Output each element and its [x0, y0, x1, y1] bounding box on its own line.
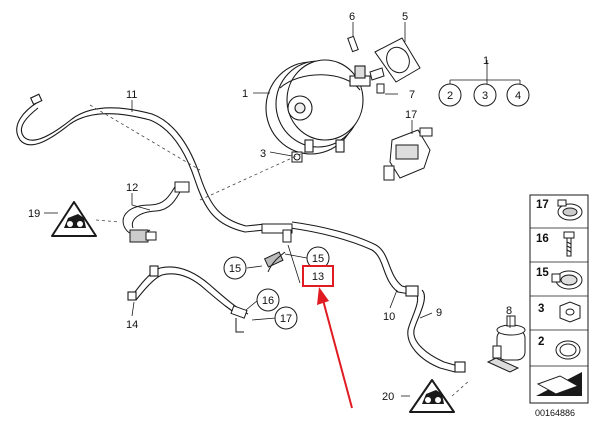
highlight-arrow: [317, 287, 353, 409]
circled-callout-3: 3: [473, 83, 497, 107]
callout-20: 20: [382, 391, 394, 403]
callout-1-group: 1: [483, 55, 489, 67]
vacuum-reservoir-8: [486, 315, 526, 373]
circled-17-text: 17: [280, 313, 292, 325]
part-number: 00164886: [535, 408, 575, 418]
svg-text:4: 4: [515, 90, 521, 102]
svg-text:15: 15: [229, 263, 241, 275]
callout-8: 8: [506, 305, 512, 317]
callout-10: 10: [383, 311, 395, 323]
svg-text:13: 13: [312, 271, 324, 283]
callout-11: 11: [126, 89, 137, 101]
legend-label-17: 17: [536, 199, 549, 211]
callout-19: 19: [28, 208, 40, 220]
vacuum-hose-14: [127, 265, 249, 319]
circled-callout-4: 4: [506, 83, 530, 107]
brake-booster: [265, 59, 371, 155]
clamp-bracket: [230, 305, 248, 333]
callout-18: 17: [405, 109, 417, 121]
gasket-5: [374, 37, 421, 83]
highlighted-callout-13[interactable]: 13: [302, 265, 334, 287]
pressure-sensor-18: [383, 127, 433, 181]
t-connector-13: [261, 223, 293, 273]
screw-16-icon: [563, 231, 575, 257]
callout-3-nut: 3: [260, 148, 266, 160]
callout-1: 1: [242, 88, 248, 100]
o-ring-2-icon: [555, 340, 581, 360]
shim-icon: [533, 370, 585, 398]
svg-text:16: 16: [262, 295, 274, 307]
vacuum-hose-11: [16, 93, 266, 233]
legend-label-16: 16: [536, 233, 549, 245]
circled-callout-17: 17: [274, 306, 298, 330]
warning-triangle-20: [409, 379, 455, 413]
vacuum-hose-9: [289, 221, 466, 373]
hex-nut-3-icon: [559, 301, 581, 323]
svg-text:15: 15: [312, 253, 324, 265]
callout-5: 5: [402, 11, 408, 23]
svg-text:3: 3: [482, 90, 488, 102]
circled-callout-16: 16: [256, 288, 280, 312]
legend-label-2: 2: [538, 336, 544, 348]
hose-clamp-15-icon: [551, 270, 583, 290]
parts-legend: 17 16 15 3 2: [529, 194, 589, 404]
callout-12: 12: [126, 182, 138, 194]
circled-callout-15-left: 15: [223, 256, 247, 280]
clip-7: [369, 67, 385, 94]
circled-callout-15-right: 15: [306, 246, 330, 270]
callout-6: 6: [349, 11, 355, 23]
legend-label-15: 15: [536, 267, 549, 279]
dashed-leaders: [89, 104, 471, 397]
check-valve-12: [122, 181, 190, 243]
warning-triangle-19: [51, 201, 97, 237]
callout-14: 14: [126, 319, 138, 331]
svg-text:2: 2: [447, 90, 453, 102]
circled-callout-2: 2: [438, 83, 462, 107]
leaders: [44, 22, 521, 397]
callout-9: 9: [436, 307, 442, 319]
callout-7: 7: [409, 89, 415, 101]
pin-6: [347, 35, 359, 53]
hose-clamp-17-icon: [557, 199, 583, 221]
legend-label-3: 3: [538, 303, 544, 315]
